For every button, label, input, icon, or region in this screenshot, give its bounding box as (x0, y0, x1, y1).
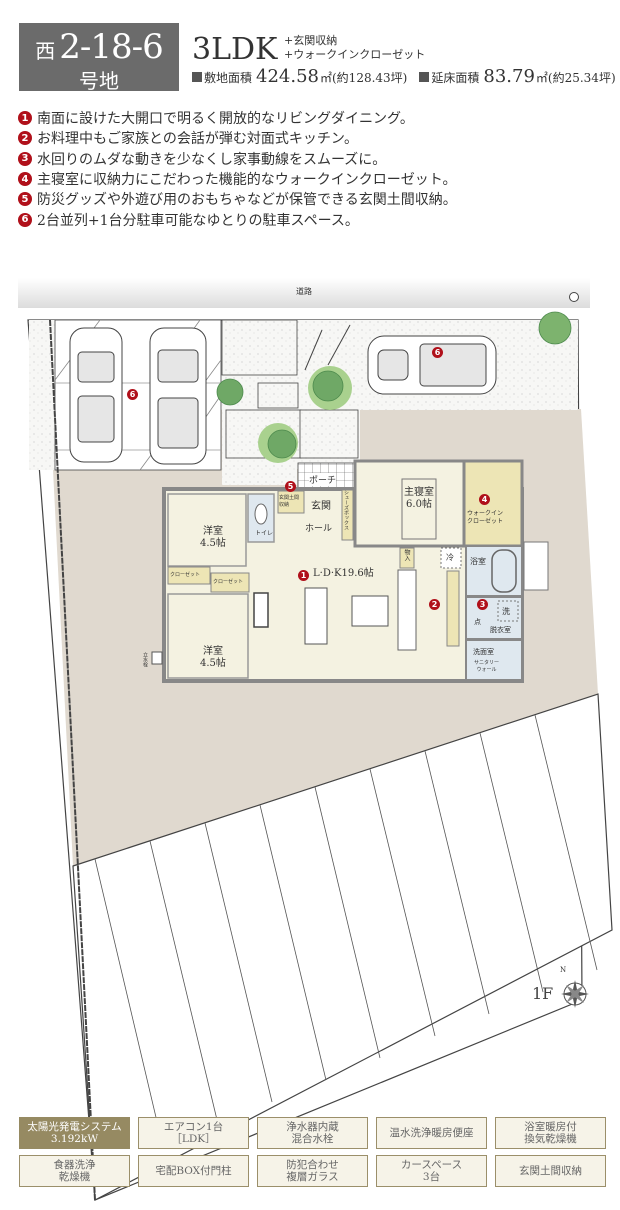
equipment-item-car-space: カースペース 3台 (376, 1155, 487, 1187)
road-label: 道路 (296, 287, 312, 296)
floor-area-label: 延床面積 (431, 71, 480, 85)
floor-area-unit: ㎡(約25.34坪) (535, 71, 616, 85)
equipment-item-toilet-seat: 温水洗浄暖房便座 (376, 1117, 487, 1149)
plan-extra-item: +玄関収納 (284, 34, 338, 47)
number-badge: 6 (18, 212, 32, 227)
toilet-label: トイレ (255, 530, 274, 537)
equipment-item-dishwasher: 食器洗浄 乾燥機 (19, 1155, 130, 1187)
floor-area-value: 83.79 (483, 66, 535, 87)
number-badge: 1 (298, 570, 309, 581)
plan-extras: +玄関収納 +ウォークインクローゼット (284, 34, 425, 62)
number-badge: 6 (432, 347, 443, 358)
equipment-item-bath-dryer: 浴室暖房付 換気乾燥機 (495, 1117, 606, 1149)
feature-text: お料理中もご家族との会話が弾む対面式キッチン。 (37, 131, 359, 148)
feature-item: 5 防災グッズや外遊び用のおもちゃなどが保管できる玄関土間収納。 (18, 189, 457, 209)
road (18, 278, 590, 308)
equipment-item-aircon: エアコン1台 ［LDK］ (138, 1117, 249, 1149)
compass-north-label: N (560, 966, 567, 974)
plan-extra-item: +ウォークインクローゼット (284, 48, 426, 61)
entrance-storage-label: 玄関土間収納 (279, 495, 300, 508)
number-badge: 4 (479, 494, 490, 505)
equipment-item-glass: 防犯合わせ 複層ガラス (257, 1155, 368, 1187)
porch-label: ポーチ (309, 473, 337, 486)
feature-text: 水回りのムダな動きを少なくし家事動線をスムーズに。 (37, 151, 387, 168)
floor-label: 1F (532, 984, 554, 1003)
fridge-label: 冷 (446, 553, 454, 562)
feature-item: 4 主寝室に収納力にこだわった機能的なウォークインクローゼット。 (18, 169, 457, 189)
wic-label: ウォークインクローゼット (467, 510, 504, 525)
site-area-value: 424.58 (256, 66, 319, 87)
site-area-label: 敷地面積 (204, 71, 253, 85)
bath-label: 浴室 (470, 557, 486, 566)
hall-label: ホール (305, 524, 333, 534)
feature-text: 主寝室に収納力にこだわった機能的なウォークインクローゼット。 (37, 172, 457, 189)
number-badge: 3 (477, 599, 488, 610)
number-badge: 1 (18, 111, 32, 126)
equipment-item-solar: 太陽光発電システム 3.192kW (19, 1117, 130, 1149)
feature-item: 1 南面に設けた大開口で明るく開放的なリビングダイニング。 (18, 108, 457, 128)
number-badge: 3 (18, 151, 32, 166)
site-area-unit: ㎡(約128.43坪) (320, 71, 408, 85)
equipment-grid: 太陽光発電システム 3.192kW エアコン1台 ［LDK］ 浄水器内蔵 混合水… (19, 1117, 606, 1187)
equipment-item-delivery-box: 宅配BOX付門柱 (138, 1155, 249, 1187)
number-badge: 5 (18, 192, 32, 207)
closet-label: クローゼット (170, 572, 201, 578)
equipment-item-entrance-storage: 玄関土間収納 (495, 1155, 606, 1187)
equipment-item-faucet: 浄水器内蔵 混合水栓 (257, 1117, 368, 1149)
feature-text: 防災グッズや外遊び用のおもちゃなどが保管できる玄関土間収納。 (37, 192, 457, 209)
plan-type: 3LDK (192, 32, 278, 67)
number-badge: 4 (18, 172, 32, 187)
lot-suffix: 号地 (79, 69, 119, 93)
number-badge: 2 (429, 599, 440, 610)
area-info: 敷地面積 424.58 ㎡(約128.43坪) 延床面積 83.79 ㎡(約25… (192, 66, 616, 87)
closet-label: クローゼット (213, 579, 244, 585)
storage-label: 物入 (403, 549, 410, 561)
square-bullet-icon (192, 72, 202, 82)
sanitary-wall-label: サニタリーウォール (474, 660, 500, 673)
shoebox-label: シューズボックス (343, 490, 349, 530)
lot-prefix: 西 (35, 39, 56, 63)
feature-text: 2台並列+1台分駐車可能なゆとりの駐車スペース。 (37, 212, 359, 229)
dressing-label: 脱衣室 (490, 626, 511, 634)
lot-number-box: 西 2-18-6 号地 (19, 23, 179, 93)
faucet-label: 立水栓 (142, 652, 148, 667)
compass-icon (561, 980, 589, 1008)
feature-list: 1 南面に設けた大開口で明るく開放的なリビングダイニング。 2 お料理中もご家族との… (18, 108, 457, 230)
inspection-label: 点 (474, 618, 481, 626)
number-badge: 5 (285, 481, 296, 492)
washroom-label: 洗面室 (473, 648, 494, 656)
laundry-label: 洗 (502, 607, 510, 616)
number-badge: 2 (18, 131, 32, 146)
feature-text: 南面に設けた大開口で明るく開放的なリビングダイニング。 (37, 111, 414, 128)
feature-item: 2 お料理中もご家族との会話が弾む対面式キッチン。 (18, 128, 457, 148)
ldk-label: L·D·K19.6帖 (313, 568, 374, 579)
lot-number: 2-18-6 (59, 27, 164, 67)
entrance-label: 玄関 (311, 501, 331, 512)
square-bullet-icon (419, 72, 430, 82)
number-badge: 6 (127, 389, 138, 400)
feature-item: 6 2台並列+1台分駐車可能なゆとりの駐車スペース。 (18, 209, 457, 229)
feature-item: 3 水回りのムダな動きを少なくし家事動線をスムーズに。 (18, 149, 457, 169)
